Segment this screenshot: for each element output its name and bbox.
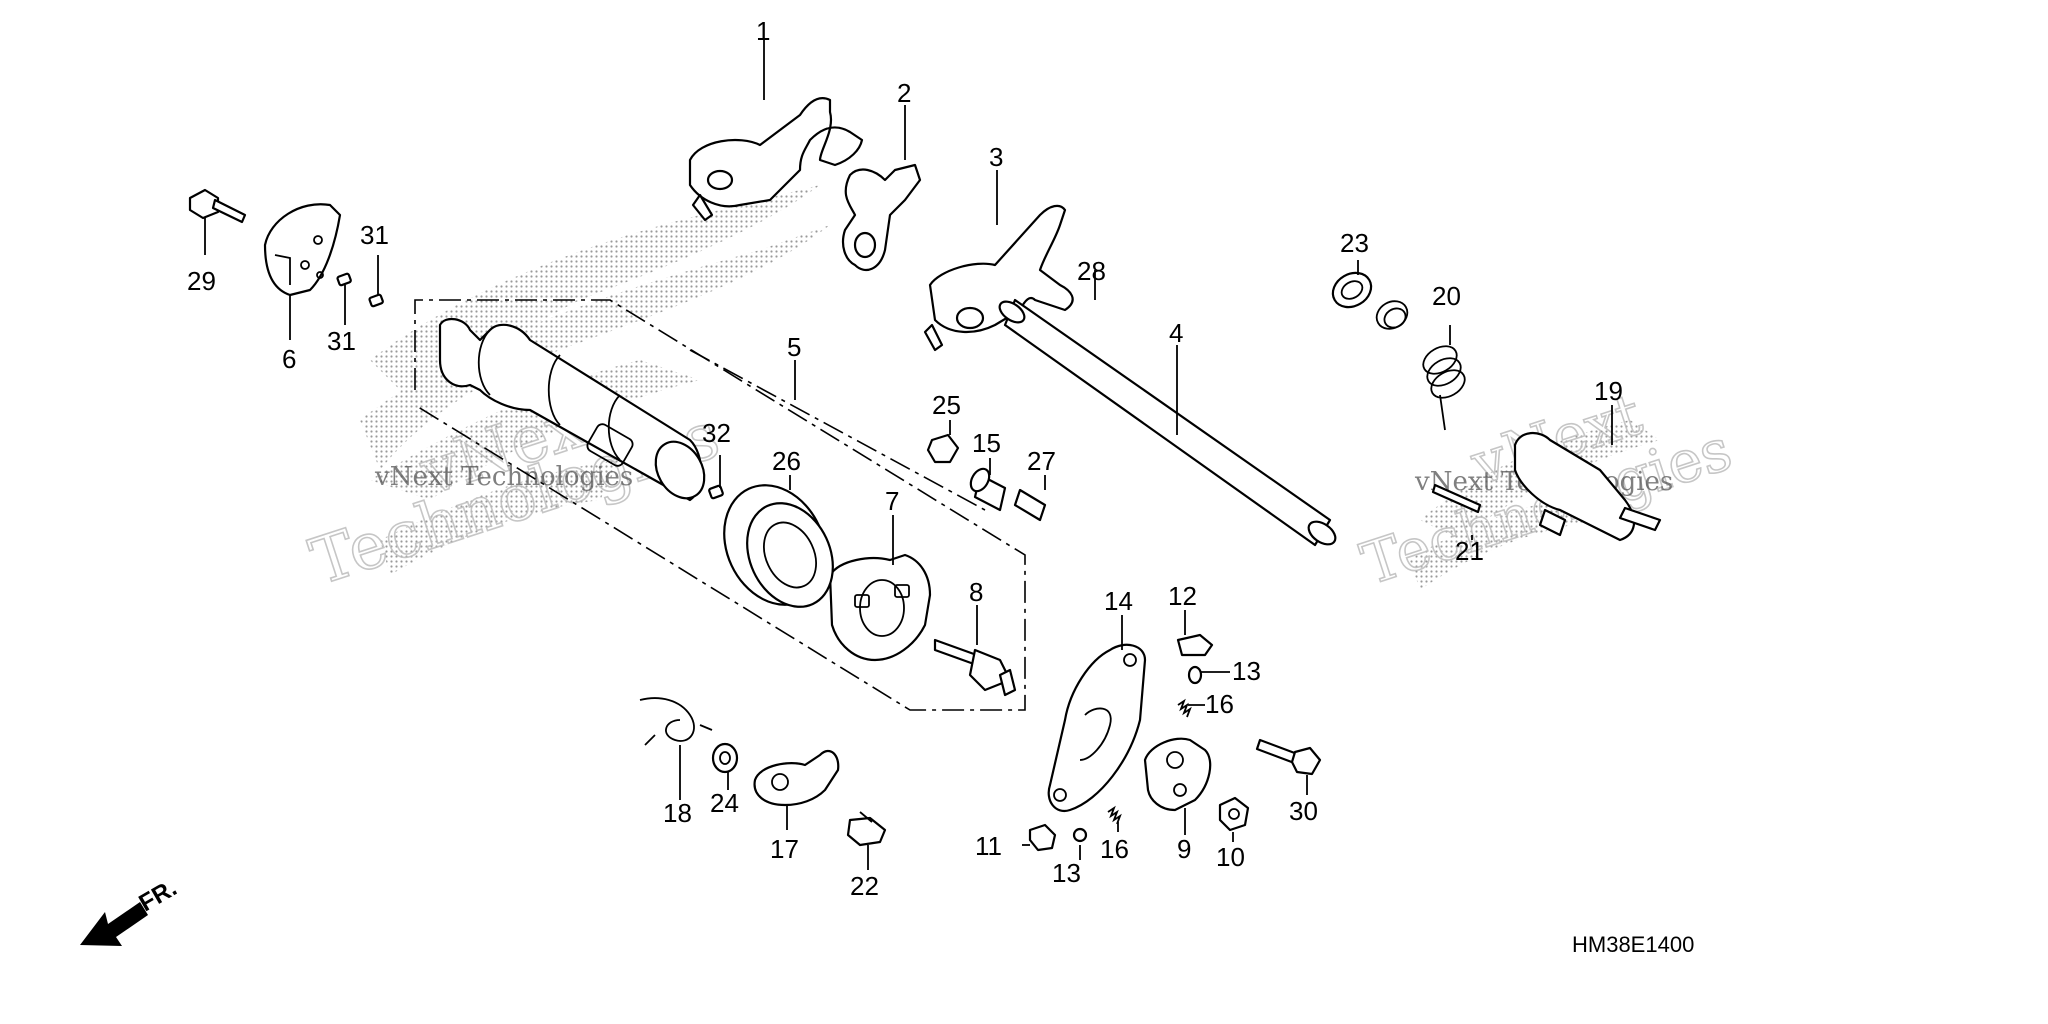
part-ball-13-upper	[1187, 665, 1203, 685]
callout-3: 3	[989, 142, 1003, 172]
part-bolt-22	[846, 811, 887, 847]
part-bolt-8	[933, 638, 1017, 697]
part-dowel-pin-27	[1013, 488, 1047, 522]
callout-24: 24	[710, 788, 739, 818]
part-spring-16-lower	[1107, 805, 1122, 825]
part-pin-21	[1431, 483, 1482, 514]
part-pin-32	[708, 484, 724, 500]
callout-30: 30	[1289, 796, 1318, 826]
callout-16-upper: 16	[1205, 689, 1234, 719]
callout-19: 19	[1594, 376, 1623, 406]
callout-26: 26	[772, 446, 801, 476]
part-bolt-30	[1255, 738, 1322, 776]
callout-1: 1	[756, 16, 770, 46]
callout-8: 8	[969, 577, 983, 607]
part-bearing-26	[723, 484, 834, 608]
part-gearshift-drum	[438, 317, 706, 502]
callout-10: 10	[1216, 842, 1245, 872]
part-spring-18	[639, 697, 713, 746]
callout-21: 21	[1455, 536, 1484, 566]
callout-14: 14	[1104, 586, 1133, 616]
callout-20: 20	[1432, 281, 1461, 311]
callout-2: 2	[897, 78, 911, 108]
callout-31-upper: 31	[360, 220, 389, 250]
callout-25: 25	[932, 390, 961, 420]
leader-lines	[204, 40, 1613, 870]
callout-32: 32	[702, 418, 731, 448]
callout-22: 22	[850, 871, 879, 901]
callout-5: 5	[787, 332, 801, 362]
callout-labels: 1 2 3 4 5 6 7 8 9 10 11 12 13 13 14 15 1…	[187, 16, 1623, 901]
part-nut-25	[926, 433, 960, 464]
part-drum-plate-6	[263, 203, 342, 297]
callout-17: 17	[770, 834, 799, 864]
callout-12: 12	[1168, 581, 1197, 611]
callout-29: 29	[187, 266, 216, 296]
part-shift-fork-1	[688, 97, 864, 222]
part-plate-14	[1047, 643, 1147, 813]
callout-31-lower: 31	[327, 326, 356, 356]
part-spring-16-upper	[1177, 698, 1192, 718]
callout-18: 18	[663, 798, 692, 828]
part-return-spring-20	[1422, 345, 1466, 431]
part-ball-13-lower	[1072, 827, 1088, 843]
part-bolt-29	[188, 188, 247, 224]
callout-9: 9	[1177, 834, 1191, 864]
part-nut-10	[1218, 796, 1250, 832]
part-key-11	[1028, 823, 1057, 852]
diagram-code: HM38E1400	[1572, 932, 1694, 957]
callout-15: 15	[972, 428, 1001, 458]
callout-23: 23	[1340, 228, 1369, 258]
callout-13-lower: 13	[1052, 858, 1081, 888]
part-dowel-31-lower	[336, 272, 352, 287]
part-collar-15	[969, 467, 1007, 512]
part-gearshift-spindle-19	[1513, 432, 1662, 542]
front-arrow-icon	[80, 902, 148, 946]
part-shift-fork-shaft	[998, 298, 1337, 547]
part-circlip-28	[1375, 300, 1409, 330]
callout-28: 28	[1077, 256, 1106, 286]
part-shift-fork-3	[923, 204, 1074, 352]
callout-6: 6	[282, 344, 296, 374]
part-washer-24	[711, 742, 739, 774]
part-stopper-arm-17	[753, 749, 840, 807]
callout-7: 7	[885, 486, 899, 516]
callout-13-upper: 13	[1232, 656, 1261, 686]
callout-27: 27	[1027, 446, 1056, 476]
part-key-12	[1176, 633, 1214, 657]
watermark-full-left: vNext Technologies	[374, 462, 633, 492]
part-stopper-arm-9	[1143, 737, 1212, 812]
drum-group-outline	[414, 299, 1026, 711]
callout-4: 4	[1169, 318, 1183, 348]
part-washer-23	[1331, 271, 1373, 309]
part-dowel-31-upper	[368, 293, 384, 308]
callout-16-lower: 16	[1100, 834, 1129, 864]
callout-11: 11	[975, 831, 1002, 861]
part-shift-fork-2	[841, 163, 922, 272]
part-drum-center-7	[828, 553, 932, 662]
front-direction-indicator: FR.	[80, 874, 181, 946]
